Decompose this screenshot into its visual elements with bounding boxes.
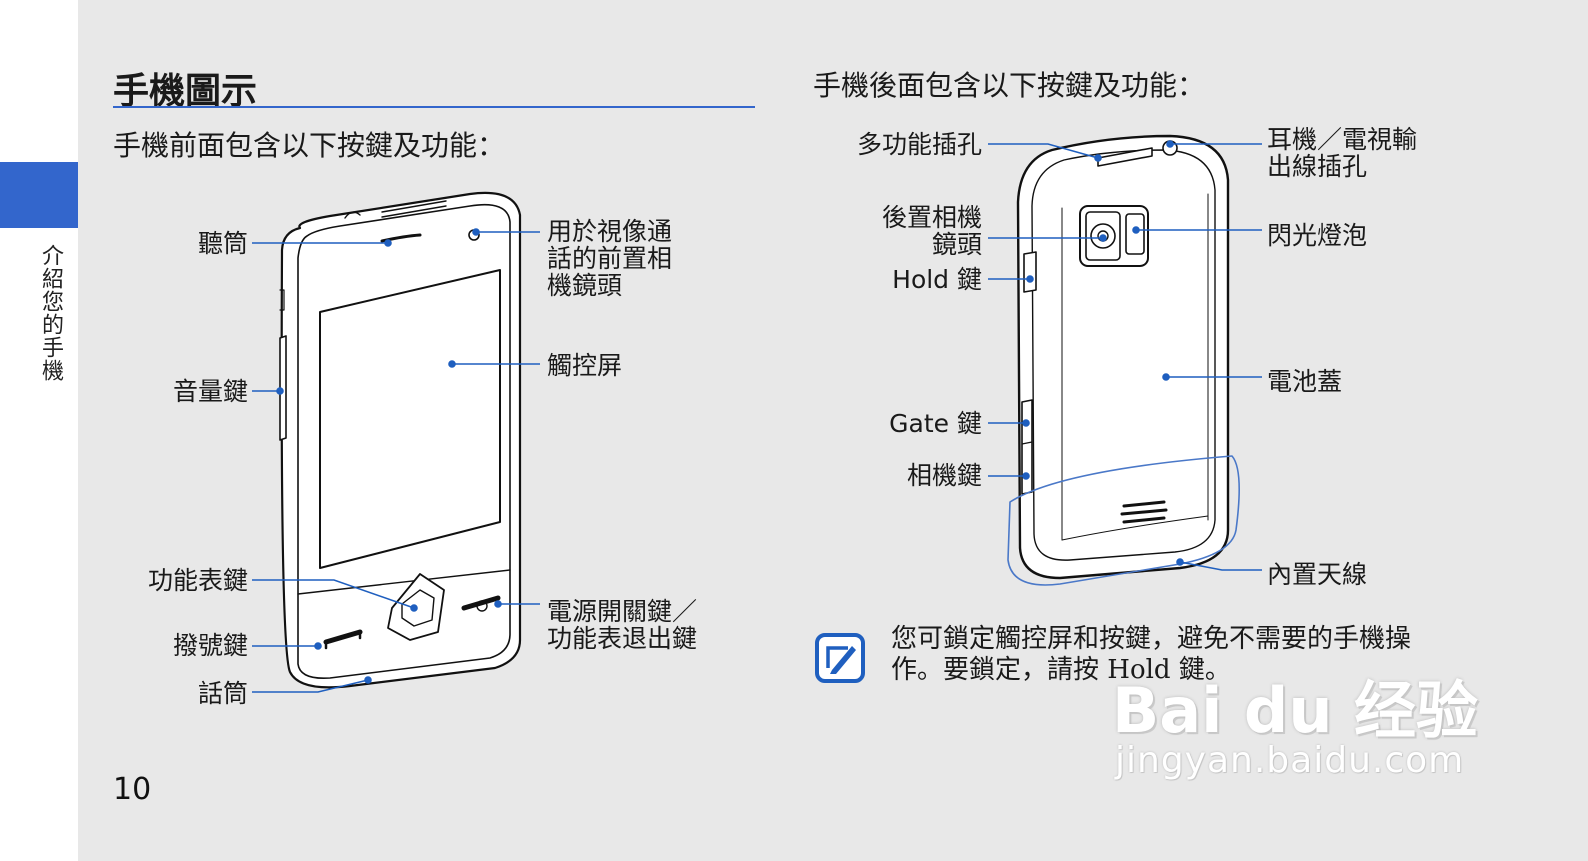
- note-pencil-icon: [815, 633, 865, 683]
- watermark-url: jingyan.baidu.com: [1115, 740, 1465, 781]
- label-camera-key: 相機鍵: [906, 461, 982, 490]
- back-phone-illustration: [1007, 134, 1240, 586]
- label-flash: 閃光燈泡: [1267, 221, 1368, 250]
- label-headset-jack: 耳機／電視輸 出線插孔: [1267, 125, 1418, 181]
- page-title: 手機圖示: [113, 71, 258, 112]
- label-earpiece: 聽筒: [197, 229, 248, 258]
- label-multifunction-jack: 多功能插孔: [856, 130, 982, 159]
- note-text: 您可鎖定觸控屏和按鍵，避免不需要的手機操 作。要鎖定，請按 Hold 鍵。: [891, 624, 1412, 685]
- label-battery-cover: 電池蓋: [1267, 367, 1343, 396]
- label-menu-key: 功能表鍵: [147, 566, 248, 595]
- label-dial-key: 撥號鍵: [172, 631, 248, 660]
- label-power-key: 電源開關鍵／ 功能表退出鍵: [547, 597, 698, 653]
- leader-lines: [252, 140, 1262, 693]
- title-underline: [113, 106, 755, 108]
- page-number: 10: [113, 772, 152, 807]
- label-hold-key: Hold 鍵: [892, 265, 982, 294]
- front-intro: 手機前面包含以下按鍵及功能：: [113, 129, 506, 162]
- label-gate-key: Gate 鍵: [889, 409, 982, 438]
- label-touchscreen: 觸控屏: [547, 351, 623, 380]
- label-front-camera: 用於視像通 話的前置相 機鏡頭: [547, 217, 673, 300]
- label-internal-antenna: 內置天線: [1267, 560, 1368, 589]
- front-phone-illustration: [279, 191, 522, 689]
- label-microphone: 話筒: [197, 679, 248, 708]
- chapter-tab: [0, 162, 78, 228]
- label-rear-camera: 後置相機 鏡頭: [881, 203, 982, 259]
- back-intro: 手機後面包含以下按鍵及功能：: [813, 69, 1206, 102]
- label-volume-key: 音量鍵: [172, 377, 248, 406]
- chapter-title: 介紹您的手機: [38, 244, 63, 382]
- watermark-logo: Bai du 经验: [1112, 674, 1479, 747]
